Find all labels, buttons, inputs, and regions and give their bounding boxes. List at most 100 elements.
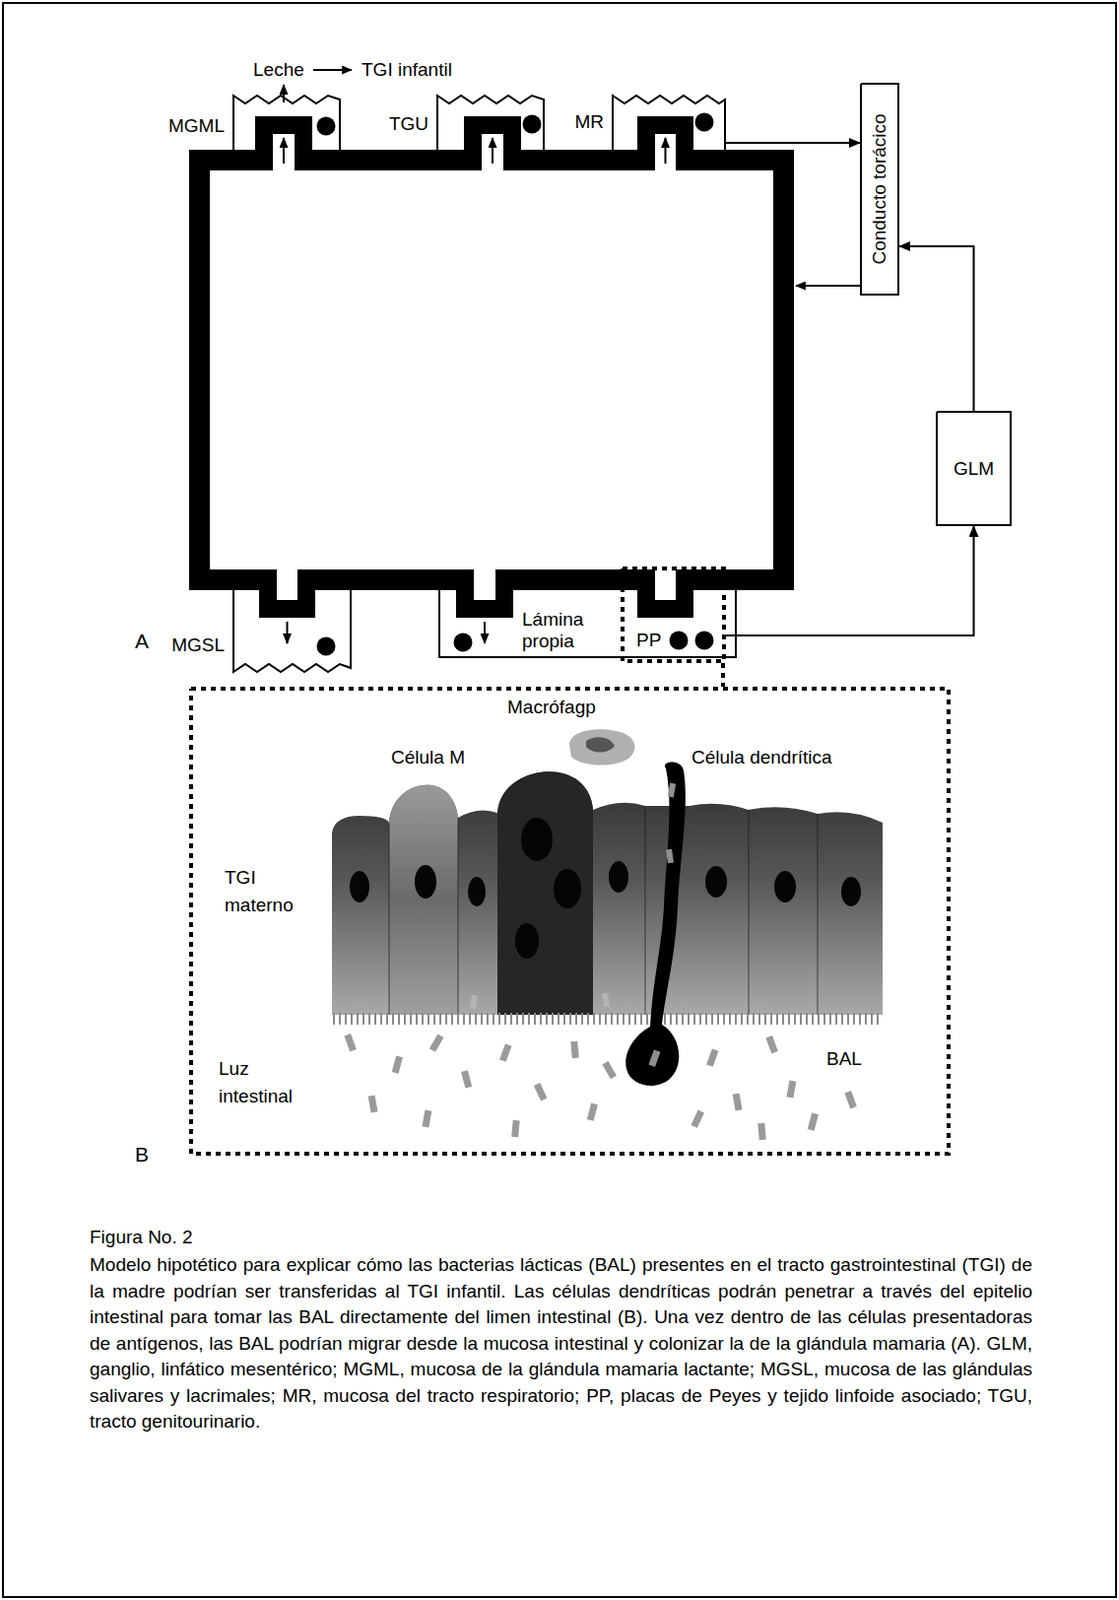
nucleus xyxy=(521,817,553,861)
node-label: Conducto torácico xyxy=(868,113,891,264)
bacterium xyxy=(343,1033,356,1052)
bacterium xyxy=(469,994,478,1010)
node-label: Célula dendrítica xyxy=(691,746,833,769)
bacterium xyxy=(368,1094,379,1113)
bacterium xyxy=(499,1043,512,1061)
box-border xyxy=(860,83,899,295)
node-label: MGSL xyxy=(171,634,225,657)
bacterium xyxy=(807,1112,819,1130)
cell-dots xyxy=(317,113,715,657)
bacterium xyxy=(844,1090,856,1109)
node-label: Luz intestinal xyxy=(218,1054,313,1111)
bacterium xyxy=(511,1119,520,1138)
bacterium xyxy=(665,849,674,864)
flow-label: Leche xyxy=(253,59,305,81)
bacterium xyxy=(667,783,676,798)
bacterium xyxy=(429,1034,445,1053)
bacterium xyxy=(690,1109,705,1127)
panel-letter: A xyxy=(134,630,149,653)
box-outline xyxy=(611,93,726,153)
box-outline xyxy=(232,587,352,674)
enterocyte-tall xyxy=(497,771,593,1015)
secretion-arrow xyxy=(664,137,667,164)
secretion-arrow xyxy=(286,621,289,644)
bacterium xyxy=(601,1060,617,1079)
node-label: GLM xyxy=(953,458,994,480)
cell-dot xyxy=(523,115,542,134)
captured-bacteria xyxy=(648,783,676,1067)
bacterium xyxy=(460,1069,472,1088)
nucleus xyxy=(467,876,486,907)
mucosa-box: MGML xyxy=(232,93,341,153)
figure-caption: Modelo hipotético para explicar cómo las… xyxy=(89,1251,1033,1436)
nuclei xyxy=(349,817,861,959)
bacterium xyxy=(421,1110,432,1128)
box-outline xyxy=(436,93,545,153)
bacterium xyxy=(392,1054,403,1073)
mucosa-band xyxy=(189,116,794,618)
box-border xyxy=(437,95,544,153)
box-border xyxy=(233,587,351,672)
cell-dot xyxy=(669,631,689,651)
node-label: Célula M xyxy=(391,746,465,769)
nucleus xyxy=(705,865,727,898)
box-outline xyxy=(438,587,737,659)
box-border xyxy=(233,95,340,153)
flow-arrow xyxy=(725,141,860,144)
secretion-arrow xyxy=(282,137,285,164)
lamina-propria-box: Lámina propia PP xyxy=(438,587,737,659)
node-label: PP xyxy=(636,629,661,652)
brush-border xyxy=(331,1012,883,1025)
cell-dot xyxy=(695,631,715,651)
return-arrow xyxy=(795,284,860,287)
detail-box: MacrófagpCélula M Célula dendríticaTGI ma… xyxy=(189,686,951,1156)
cell-dot xyxy=(695,113,715,132)
nucleus xyxy=(553,868,582,909)
node-label: Lámina propia xyxy=(522,608,601,653)
nucleus xyxy=(414,864,437,899)
node-label: BAL xyxy=(826,1048,862,1070)
figure-title: Figura No. 2 xyxy=(89,1224,194,1251)
peyer-patch-box: PP xyxy=(620,566,726,663)
flow-arrow xyxy=(725,526,975,636)
cell-border xyxy=(644,805,646,1015)
lymph-node-box: GLM xyxy=(935,410,1012,527)
duct-box: Conducto torácico xyxy=(859,82,900,296)
milk-arrow xyxy=(282,84,285,103)
cell-borders xyxy=(389,805,818,1015)
bacterium xyxy=(533,1082,548,1101)
bacterium xyxy=(587,1102,598,1120)
nucleus xyxy=(608,860,629,893)
bacterium xyxy=(601,992,610,1008)
bacterium xyxy=(732,1092,743,1111)
cell-border xyxy=(816,813,818,1015)
box-border xyxy=(612,95,725,153)
zoom-connector xyxy=(721,662,725,687)
secretion-arrow xyxy=(483,621,486,644)
box-border xyxy=(191,688,949,1154)
cell-dot xyxy=(317,117,336,136)
cell-dot xyxy=(317,637,336,657)
milk-transfer-arrow xyxy=(313,68,352,71)
nucleus xyxy=(349,870,370,903)
cell-border xyxy=(747,809,749,1015)
bacterium xyxy=(570,1041,579,1059)
dendritic-cell xyxy=(625,762,686,1087)
epithelium-illustration xyxy=(331,728,883,1140)
box-border xyxy=(439,587,736,658)
node-label: Macrófagp xyxy=(507,696,596,719)
mucosa-box: MR xyxy=(611,93,726,153)
nucleus xyxy=(841,876,861,907)
node-label: TGI materno xyxy=(224,863,314,920)
mucosa-box: TGU xyxy=(436,93,545,153)
cell-dot xyxy=(454,633,473,653)
secretion-arrow xyxy=(491,137,494,164)
m-cell xyxy=(389,785,459,1015)
flow-arrows xyxy=(283,69,860,644)
box-border xyxy=(936,411,1011,526)
bacterium xyxy=(706,1048,719,1066)
flow-arrow xyxy=(899,246,975,411)
cell-border xyxy=(388,823,390,1015)
nucleus xyxy=(774,870,796,903)
